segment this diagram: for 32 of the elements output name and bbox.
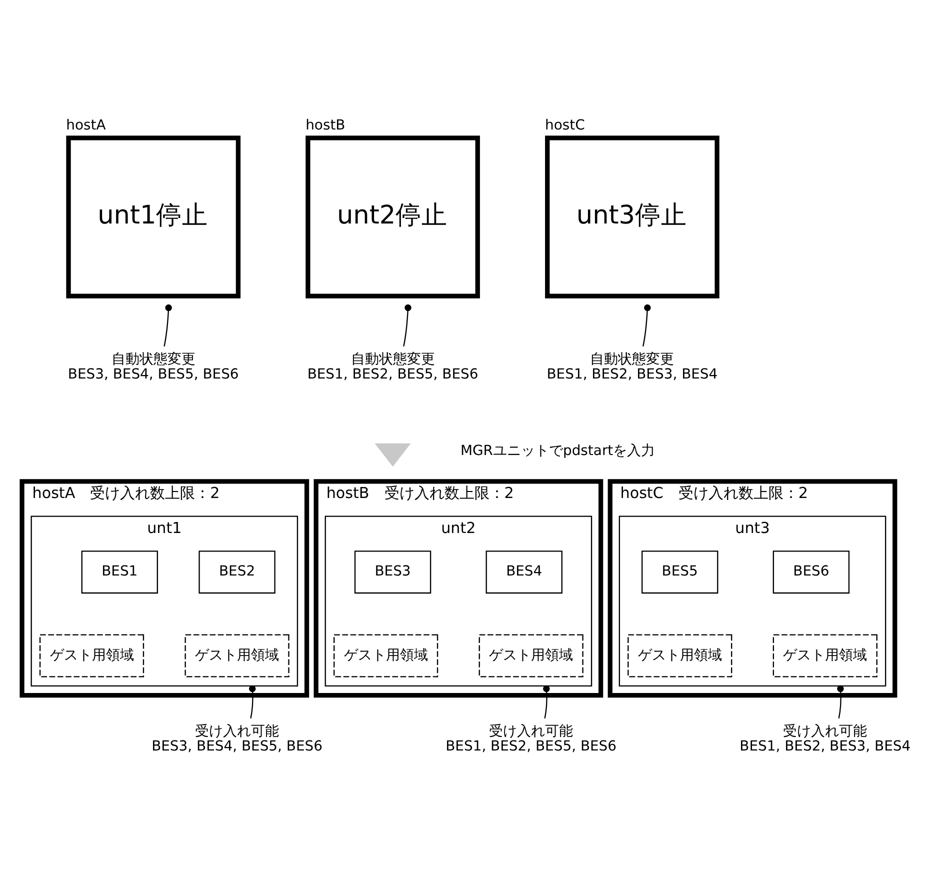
node-label: hostB <box>306 116 346 133</box>
node-box: ゲスト用領域 <box>39 634 144 677</box>
connector <box>248 684 256 718</box>
node-box: BES6 <box>772 550 850 594</box>
node-box: unt1停止 <box>66 135 241 298</box>
node-box: BES1 <box>81 550 158 594</box>
label: MGRユニットでpdstartを入力 <box>460 442 656 458</box>
node-label: hostC <box>545 116 585 133</box>
node-box: BES5 <box>642 550 718 594</box>
node-text: 受け入れ可能 BES3, BES4, BES5, BES6 <box>152 722 322 754</box>
node-text: 自動状態変更 BES1, BES2, BES5, BES6 <box>307 351 478 382</box>
node-text: 自動状態変更 BES3, BES4, BES5, BES6 <box>68 351 239 382</box>
connector <box>543 684 550 718</box>
node-text: 自動状態変更 BES1, BES2, BES3, BES4 <box>546 351 718 382</box>
node-box: BES2 <box>198 550 276 594</box>
node-arrow <box>374 442 411 466</box>
node-box: ゲスト用領域 <box>184 634 290 677</box>
connector <box>164 304 172 346</box>
connector <box>642 304 651 346</box>
connector <box>837 684 844 718</box>
node-text: 受け入れ可能 BES1, BES2, BES3, BES4 <box>740 722 911 754</box>
node-text: 受け入れ可能 BES1, BES2, BES5, BES6 <box>446 722 617 754</box>
node-box: ゲスト用領域 <box>628 634 732 677</box>
connector <box>403 304 412 346</box>
node-box: BES3 <box>354 550 432 594</box>
node-box: BES4 <box>486 550 562 594</box>
node-box: ゲスト用領域 <box>478 634 584 677</box>
node-label: hostA <box>66 116 106 133</box>
node-box: unt2停止 <box>306 135 480 298</box>
node-box: ゲスト用領域 <box>334 634 438 677</box>
node-box: unt3停止 <box>545 135 720 298</box>
node-box: ゲスト用領域 <box>772 634 878 677</box>
